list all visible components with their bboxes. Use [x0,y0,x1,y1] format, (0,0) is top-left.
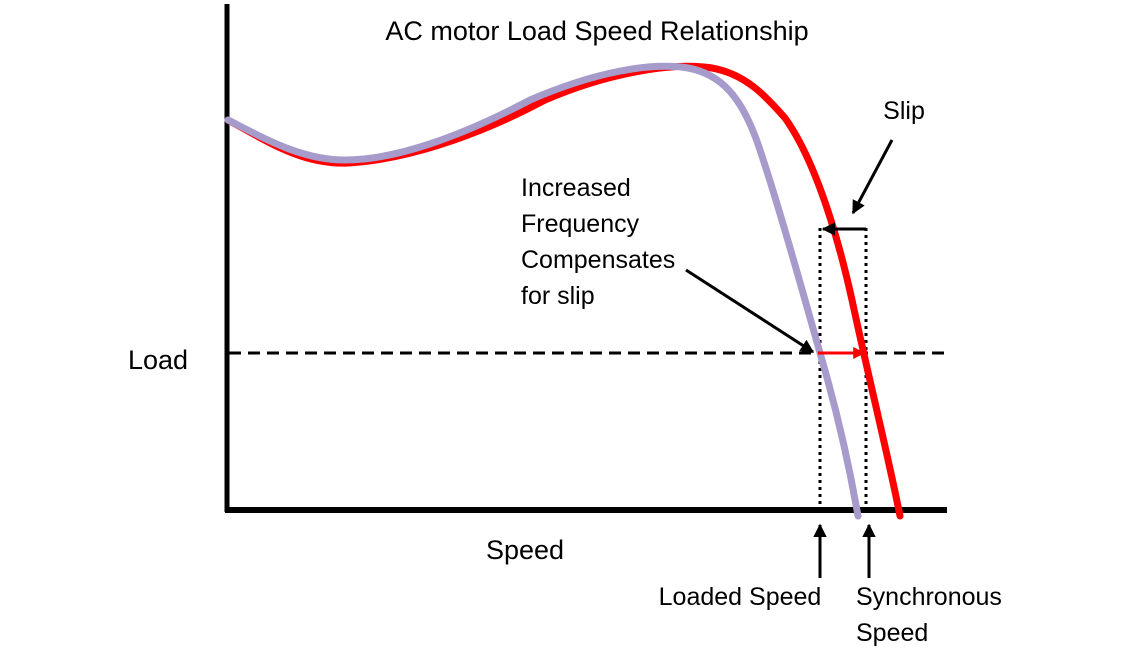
synchronous-speed-line-1: Synchronous [856,583,1002,611]
slip-pointer-arrow [851,139,894,215]
synchronous-speed-line-2: Speed [856,619,928,647]
slip-label: Slip [883,97,925,125]
compensation-note: Increased Frequency Compensates for slip [521,174,675,310]
diagram-title: AC motor Load Speed Relationship [385,16,808,46]
compensation-line-4: for slip [521,282,595,310]
y-axis-label: Load [128,345,188,375]
compensated-torque-speed-curve [224,62,862,520]
x-axis-label: Speed [486,535,564,565]
synchronous-speed-label: Synchronous Speed [856,583,1002,647]
compensation-line-2: Frequency [521,210,640,238]
loaded-speed-label: Loaded Speed [659,583,822,611]
compensation-line-1: Increased [521,174,631,202]
compensation-line-3: Compensates [521,246,675,274]
compensation-pointer-arrow [685,268,815,354]
